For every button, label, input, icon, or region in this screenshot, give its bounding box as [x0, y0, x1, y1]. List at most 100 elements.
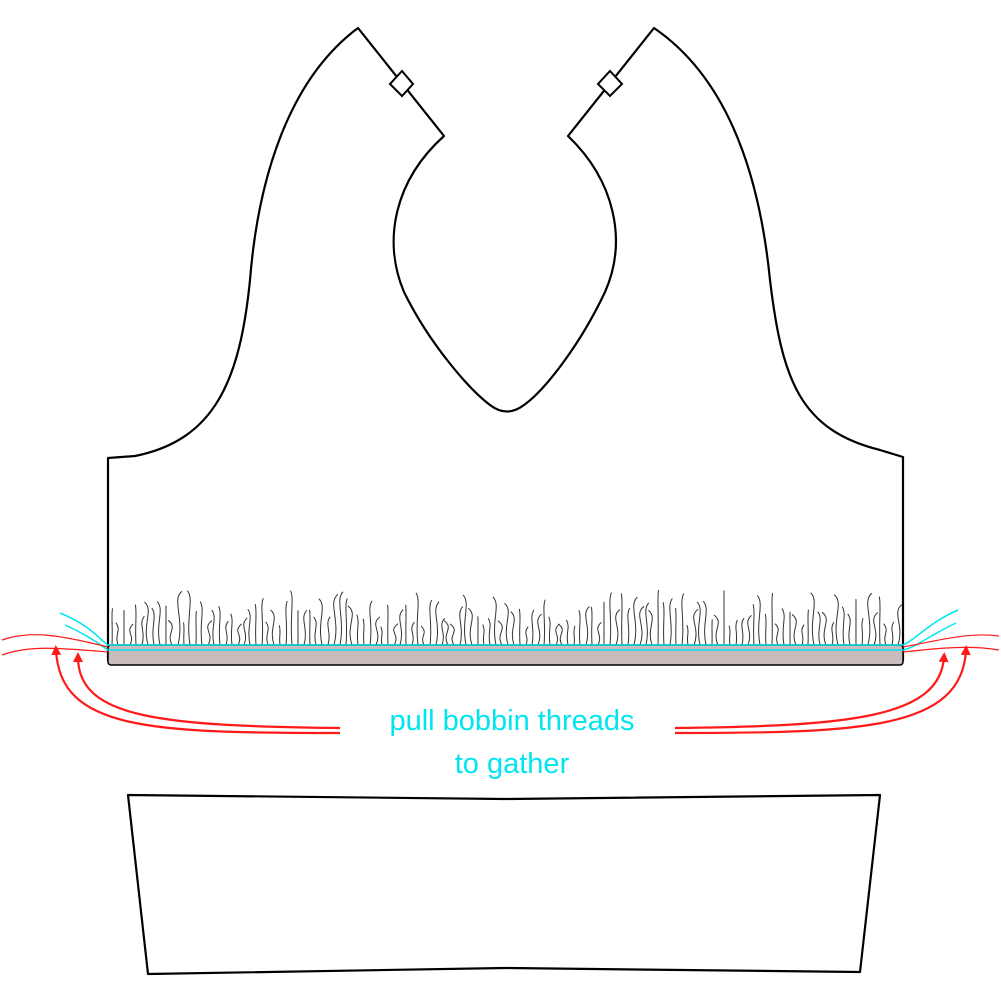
ruffle-stroke — [615, 609, 621, 646]
ruffle-stroke — [585, 606, 590, 646]
ruffle-stroke — [735, 619, 738, 646]
ruffle-stroke — [681, 593, 685, 646]
ruffle-stroke — [225, 620, 229, 646]
ruffle-stroke — [771, 592, 774, 646]
ruffle-stroke — [867, 592, 873, 646]
ruffle-stroke — [290, 590, 293, 646]
ruffle-stroke — [873, 612, 879, 646]
ruffle-stroke — [891, 621, 895, 646]
ruffle-stroke — [878, 596, 881, 646]
ruffle-stroke — [861, 618, 864, 646]
ruffle-stroke — [151, 607, 155, 646]
ruffle-stroke — [810, 592, 815, 646]
ruffle-stroke — [620, 593, 623, 646]
ruffle-stroke — [327, 616, 331, 646]
ruffle-stroke — [662, 602, 665, 646]
ruffle-stroke — [648, 609, 653, 646]
ruffle-stroke — [308, 609, 311, 646]
ruffle-stroke — [883, 623, 887, 646]
ruffle-stroke — [627, 607, 631, 646]
ruffle-stroke — [375, 616, 381, 646]
ruffle-stroke — [167, 619, 173, 646]
ruffle-stroke — [764, 613, 767, 646]
ruffle-stroke — [686, 624, 689, 646]
ruffle-stroke — [578, 610, 581, 646]
ruffle-stroke — [492, 596, 497, 646]
ruffle-stroke — [443, 620, 449, 646]
ruffle-stroke — [318, 598, 323, 646]
ruffle-stroke — [713, 614, 719, 646]
ruffle-stroke — [207, 620, 213, 646]
ruffle-stroke — [821, 611, 827, 646]
ruffle-stroke — [435, 601, 440, 646]
ruffle-stroke — [467, 607, 473, 646]
ruffle-stroke — [115, 622, 119, 646]
ruffle-stroke — [278, 625, 281, 646]
ruffle-stroke — [218, 605, 221, 646]
bodice-pattern-piece — [106, 26, 905, 662]
ruffle-stroke — [609, 592, 612, 646]
ruffle-stroke — [675, 607, 677, 646]
ruffle-stroke — [791, 614, 797, 646]
ruffle-stroke — [420, 625, 425, 646]
ruffle-stroke — [565, 619, 569, 646]
ruffle-stroke — [303, 609, 308, 646]
ruffle-stroke — [847, 613, 851, 646]
ruffle-stroke — [129, 623, 134, 646]
ruffle-stroke — [558, 623, 563, 646]
ruffle-stroke — [555, 623, 560, 646]
ruffle-stroke — [339, 591, 344, 646]
gathered-edge — [107, 644, 904, 666]
left-arrow-outer — [51, 645, 341, 735]
ruffle-stroke — [897, 604, 903, 646]
ruffle-stroke — [247, 608, 251, 646]
ruffle-stroke — [497, 620, 503, 646]
ruffle-stroke — [696, 601, 701, 646]
ruffle-stroke — [156, 601, 161, 646]
ruffle-stroke — [362, 618, 365, 646]
left-arrow-inner — [73, 652, 341, 730]
ruffle-stroke — [831, 621, 835, 646]
ruffle-stroke — [590, 606, 593, 646]
ruffle-stroke — [429, 599, 433, 646]
ruffle-stroke — [199, 601, 203, 646]
ruffle-stroke — [639, 605, 645, 646]
ruffle-stroke — [518, 608, 521, 646]
ruffle-stroke — [345, 598, 348, 646]
ruffle-stroke — [393, 623, 399, 646]
ruffle-stroke — [111, 608, 114, 646]
ruffle-stroke — [531, 609, 535, 646]
ruffle-stroke — [237, 623, 242, 646]
ruffle-stroke — [817, 611, 821, 646]
ruffle-stroke — [380, 626, 383, 646]
ruffle-stroke — [230, 613, 233, 646]
ruffle-stroke — [134, 604, 137, 646]
ruffle-stroke — [211, 609, 215, 646]
ruffle-stroke — [183, 622, 185, 646]
ruffle-stroke — [313, 616, 317, 646]
ruffle-stroke — [265, 621, 269, 646]
ruffle-stroke — [441, 617, 446, 646]
ruffle-stroke — [415, 592, 419, 646]
ruffle-stroke — [487, 618, 491, 646]
ruffle-stroke — [144, 601, 149, 646]
ruffle-stroke — [459, 606, 464, 646]
ruffle-stroke — [369, 600, 373, 646]
ruffle-stroke — [387, 604, 389, 646]
ruffle-stroke — [411, 621, 415, 646]
ruffle-stroke — [833, 594, 839, 646]
ruffle-stroke — [747, 615, 752, 646]
ruffle-stroke — [756, 595, 761, 646]
ruffle-stroke — [741, 617, 745, 646]
ruffle-stroke — [537, 613, 542, 646]
ruffle-stroke — [573, 625, 576, 646]
gathering-ruffles — [111, 589, 903, 646]
ruffle-stroke — [774, 623, 779, 646]
waistband-pattern-piece — [126, 793, 882, 976]
ruffle-stroke — [633, 596, 638, 646]
ruffle-stroke — [504, 602, 509, 646]
ruffle-stroke — [645, 602, 650, 646]
notch-marker-left — [388, 69, 415, 98]
ruffle-stroke — [669, 598, 673, 646]
